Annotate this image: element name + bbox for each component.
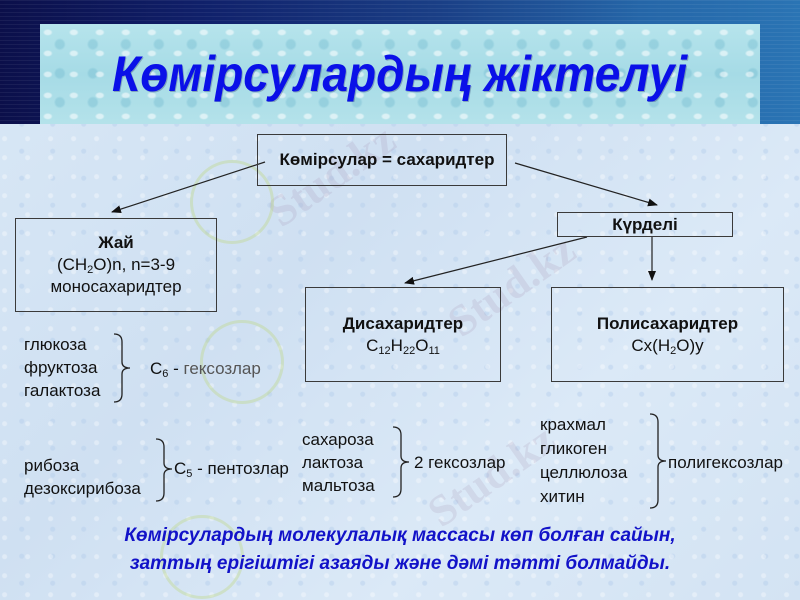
root-label: Көмірсулар = сахаридтер (279, 150, 495, 169)
polysaccharide-item: гликоген (540, 439, 607, 458)
disaccharide-item: мальтоза (302, 476, 375, 495)
footer-note: Көмірсулардың молекулалық массасы көп бо… (0, 522, 800, 578)
disaccharide-item: лактоза (302, 453, 364, 472)
disaccharides-formula: C12H22O11 (366, 335, 440, 357)
pentose-item: дезоксирибоза (24, 479, 141, 498)
polysaccharide-item: целлюлоза (540, 463, 628, 482)
hexose-item: глюкоза (24, 335, 87, 354)
polysaccharides-title: Полисахаридтер (596, 313, 739, 333)
pentose-label: C5 - пентозлар (174, 459, 289, 480)
disaccharides-title: Дисахаридтер (342, 313, 464, 333)
slide-title: Көмірсулардың жіктелуі (112, 46, 688, 102)
polysaccharide-label: полигексозлар (668, 453, 783, 472)
footer-line-2: заттың ерігіштігі азаяды және дәмі тәтті… (129, 553, 671, 574)
complex-carbohydrates-box: Күрделі (557, 212, 733, 237)
polysaccharide-item: крахмал (540, 415, 606, 434)
polysaccharides-formula: Cx(H2O)y (631, 335, 704, 357)
disaccharide-label: 2 гексозлар (414, 453, 506, 472)
right-brace-icon (155, 438, 173, 502)
footer-line-1: Көмірсулардың молекулалық массасы көп бо… (124, 525, 676, 546)
root-box: Көмірсулар = сахаридтер (257, 134, 507, 186)
disaccharides-box: Дисахаридтер C12H22O11 (305, 287, 501, 382)
hexose-label: C6 - гексозлар (150, 359, 261, 380)
hexose-item: галактоза (24, 381, 101, 400)
right-brace-icon (649, 413, 667, 509)
right-brace-icon (392, 426, 410, 498)
hexose-item: фруктоза (24, 358, 98, 377)
polysaccharides-box: Полисахаридтер Cx(H2O)y (551, 287, 784, 382)
disaccharide-item: сахароза (302, 430, 374, 449)
title-panel: Көмірсулардың жіктелуі (40, 24, 760, 124)
simple-title: Жай (98, 233, 134, 252)
simple-formula: (CH2O)n, n=3-9 (56, 255, 176, 276)
simple-carbohydrates-box: Жай (CH2O)n, n=3-9 моносахаридтер (15, 218, 217, 312)
pentose-item: рибоза (24, 456, 80, 475)
simple-subtitle: моносахаридтер (50, 277, 182, 296)
complex-title: Күрделі (612, 214, 678, 234)
polysaccharide-item: хитин (540, 487, 585, 506)
right-brace-icon (113, 333, 131, 403)
